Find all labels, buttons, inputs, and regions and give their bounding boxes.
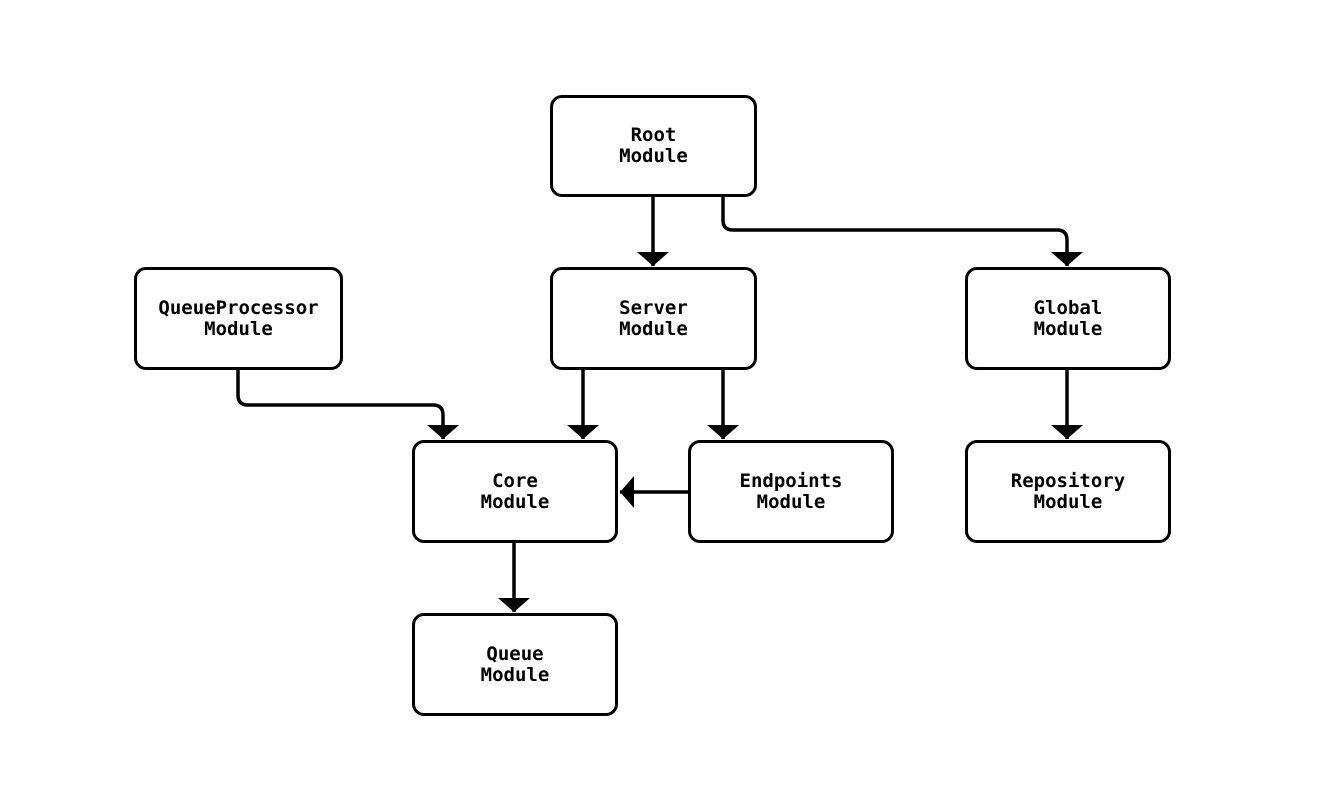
node-queueprocessor-module-label: QueueProcessor Module: [158, 296, 319, 340]
node-root-module: Root Module: [550, 95, 757, 197]
node-repository-module: Repository Module: [965, 440, 1171, 543]
arrowhead-root-to-server: [637, 252, 669, 266]
edge-queueprocessor-to-core: [236, 369, 445, 439]
node-repository-module-label: Repository Module: [1010, 469, 1126, 513]
node-queue-module-label: Queue Module: [480, 642, 550, 686]
node-server-module-label: Server Module: [619, 296, 688, 340]
node-core-module-label: Core Module: [480, 469, 550, 513]
arrowhead-global-to-repository: [1051, 425, 1083, 439]
node-global-module-label: Global Module: [1033, 296, 1103, 340]
node-queue-module: Queue Module: [412, 613, 618, 716]
arrowhead-server-to-endpoints: [707, 425, 739, 439]
node-endpoints-module: Endpoints Module: [688, 440, 894, 543]
arrowhead-core-to-queue: [498, 598, 530, 612]
arrowhead-server-to-core: [567, 425, 599, 439]
node-queueprocessor-module: QueueProcessor Module: [134, 267, 343, 370]
node-core-module: Core Module: [412, 440, 618, 543]
arrowhead-endpoints-to-core: [620, 476, 634, 508]
node-root-module-label: Root Module: [619, 124, 688, 167]
arrowhead-queueprocessor-to-core: [427, 425, 459, 439]
node-endpoints-module-label: Endpoints Module: [739, 469, 843, 513]
node-server-module: Server Module: [550, 267, 757, 370]
node-global-module: Global Module: [965, 267, 1171, 370]
edge-root-to-global: [721, 197, 1069, 266]
arrowhead-root-to-global: [1051, 252, 1083, 266]
